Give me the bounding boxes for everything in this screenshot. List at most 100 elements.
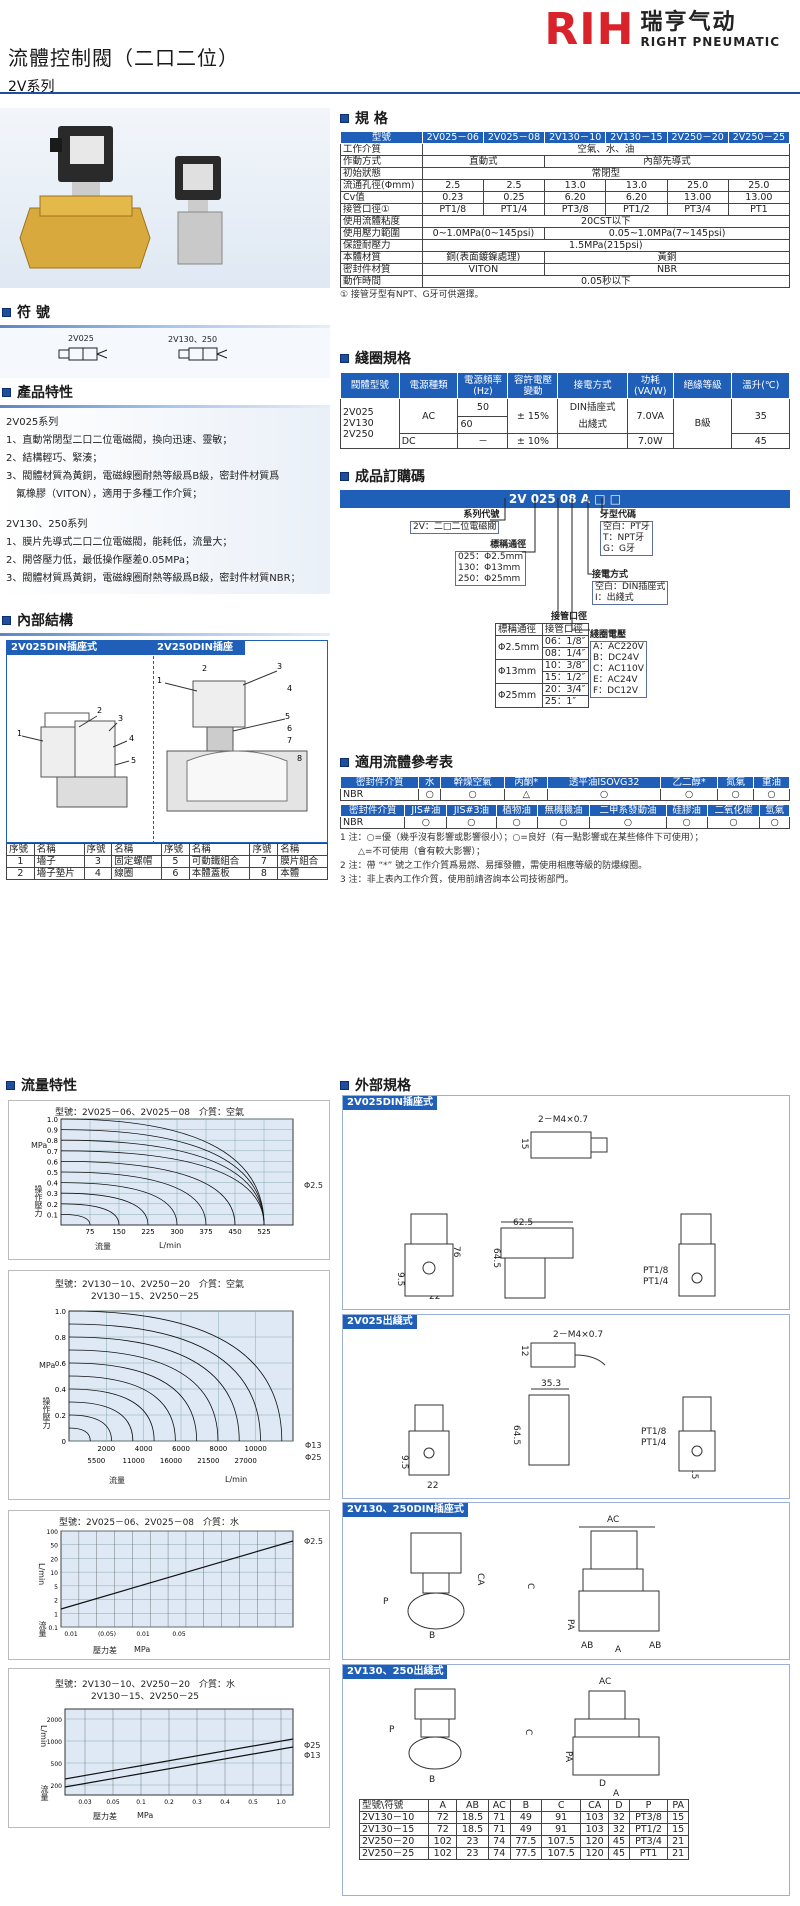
x-tick-label: 6000 xyxy=(172,1445,190,1453)
parts-header: 序號 xyxy=(6,843,35,856)
fluid-cell: ○ xyxy=(717,788,755,801)
brand-logo: RIH 瑞亨气动 RIGHT PNEUMATIC xyxy=(544,8,780,52)
y-tick-label: 1.0 xyxy=(55,1308,66,1316)
spec-header: 2V250－25 xyxy=(727,131,791,144)
order-leader-lines xyxy=(490,498,603,631)
x-tick-label: 0.5 xyxy=(248,1799,258,1806)
fluid-cell: ○ xyxy=(418,788,442,801)
fluid-header: 氮氣 xyxy=(717,776,755,789)
chart-x-unit: L/min xyxy=(159,1241,182,1250)
y-tick-label: 50 xyxy=(50,1543,58,1550)
dim-cell: 49 xyxy=(509,1811,543,1824)
dim-label: 64.5 xyxy=(491,1248,501,1269)
table-row: 本體材質銅(表面鍍鎳處理)黃銅 xyxy=(340,251,790,264)
chart-title-2: 2V130－15、2V250－25 xyxy=(91,1292,200,1302)
features-title: 產品特性 xyxy=(17,385,73,401)
chart-series-marker: Φ2.5 xyxy=(304,1181,324,1190)
parts-cell: 5 xyxy=(161,855,190,868)
dim-label: PA xyxy=(563,1751,573,1763)
chart-series-marker: Φ13 xyxy=(304,1751,321,1760)
parts-cell: 2 xyxy=(6,867,35,880)
order-wiring-value: I：出綫式 xyxy=(595,593,634,603)
chart-x-label: 流量 xyxy=(109,1476,125,1485)
series-curve xyxy=(60,1192,149,1226)
parts-cell: 膜片組合 xyxy=(277,855,328,868)
ext-box-label: 2V025出綫式 xyxy=(343,1315,417,1329)
flow-title: 流量特性 xyxy=(21,1078,77,1094)
y-tick-label: 0.8 xyxy=(55,1334,66,1342)
chart-y-label: 流量 xyxy=(38,1621,47,1637)
chart-series-marker: Φ25 xyxy=(305,1453,322,1462)
dim-cell: 18.5 xyxy=(456,1811,489,1824)
dim-label: 35.3 xyxy=(541,1379,562,1389)
page-title: 流體控制閥（二口二位） xyxy=(8,46,239,70)
section-marker-icon xyxy=(2,307,11,317)
coil-voltage-var: ± 10% xyxy=(507,433,559,449)
order-voltage-value: E：AC24V xyxy=(593,675,638,685)
flow-chart-water-2v025: 型號：2V025－06、2V025－08 介質：水 L/min 流量 壓力差 M… xyxy=(8,1510,330,1660)
dim-header: D xyxy=(608,1799,630,1812)
internal-left-label: 2V025DIN插座式 xyxy=(7,641,153,655)
parts-cell: 4 xyxy=(83,867,113,880)
y-tick-label: 0 xyxy=(62,1438,66,1446)
series-curve xyxy=(60,1161,236,1226)
dim-cell: 2V250－20 xyxy=(358,1835,430,1848)
coil-power: 7.0W xyxy=(626,433,674,449)
feature-item: 2、開啓壓力低，最低操作壓差0.05MPa； xyxy=(6,555,195,566)
header-divider xyxy=(0,92,800,94)
series-curve xyxy=(68,1362,198,1442)
svg-text:1: 1 xyxy=(17,729,22,738)
fluid-header: 丙酮* xyxy=(504,776,549,789)
feature-item: 1、直動常閉型二口二位電磁閥，換向迅速、靈敏； xyxy=(6,435,233,446)
dim-label: PA xyxy=(565,1619,575,1631)
fluid-note: △=不可使用（會有較大影響）； xyxy=(340,847,485,857)
spec-value: NBR xyxy=(544,263,790,276)
spec-value: 0.05~1.0MPa(7~145psi) xyxy=(544,227,790,240)
parts-header: 名稱 xyxy=(188,843,251,856)
x-tick-label: 4000 xyxy=(135,1445,153,1453)
ext-box-3: 2V130、250DIN插座式 AC P CA C B A PA AB AB xyxy=(342,1502,790,1660)
parts-cell: 固定螺帽 xyxy=(111,855,162,868)
fluid-header: 乙二醇* xyxy=(660,776,719,789)
spec-value: 6.20 xyxy=(544,191,607,204)
series-curve xyxy=(68,1427,91,1442)
dim-cell: 102 xyxy=(428,1835,458,1848)
coil-header: 電源種類 xyxy=(398,372,459,399)
x-tick-label: (0.05) xyxy=(98,1631,116,1638)
dim-label: A xyxy=(615,1645,622,1655)
spec-value: 2.5 xyxy=(421,179,484,192)
dim-cell: 71 xyxy=(487,1823,511,1836)
spec-value: 銅(表面鍍鎳處理) xyxy=(421,251,546,264)
series-line xyxy=(64,1746,294,1788)
dim-cell: 21 xyxy=(667,1847,689,1860)
y-tick-label: 0.2 xyxy=(55,1412,66,1420)
series-curve xyxy=(68,1310,283,1442)
spec-value: 13.0 xyxy=(544,179,607,192)
feature-group-title: 2V025系列 xyxy=(6,417,59,428)
coil-temp: 35 xyxy=(731,398,790,434)
series-curve xyxy=(60,1150,265,1226)
fluid-header: 重油 xyxy=(753,776,790,789)
dim-header: AC xyxy=(487,1799,511,1812)
spec-label: 保證耐壓力 xyxy=(340,239,423,252)
section-underline xyxy=(0,325,330,328)
port-size: 25：1″ xyxy=(541,695,590,708)
y-tick-label: 0.5 xyxy=(47,1169,58,1177)
dim-cell: 107.5 xyxy=(541,1835,582,1848)
spec-value: PT3/4 xyxy=(666,203,729,216)
chart-x-label: 流量 xyxy=(95,1242,111,1251)
spec-label: 初始狀態 xyxy=(340,167,423,180)
